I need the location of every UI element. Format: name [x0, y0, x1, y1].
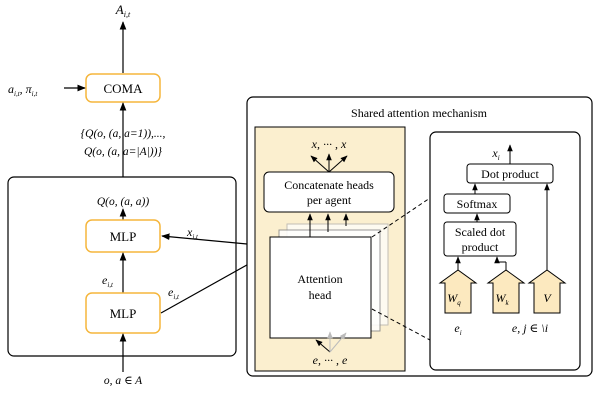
concat-out-arrow-left	[310, 155, 330, 173]
coma-label: COMA	[103, 81, 143, 96]
concat-out-arrow-right	[328, 155, 348, 173]
mlp-bottom-box	[85, 292, 161, 334]
detail-output-label: xi	[491, 146, 499, 162]
attention-head-box	[269, 236, 372, 339]
attention-outputs-label: x, ··· , x	[311, 137, 347, 151]
coma-input-label: ai,t, πi,t	[8, 82, 38, 98]
wq-wedge	[438, 269, 478, 314]
mlp-bottom-label: MLP	[110, 306, 137, 321]
scaled-dot-product-line1: Scaled dot	[455, 225, 506, 239]
v-label: V	[543, 291, 552, 305]
edge-x-label: xi,t	[186, 225, 199, 241]
detail-ei-label: ei	[454, 321, 461, 337]
zoom-line-top	[371, 197, 431, 238]
q-value-label: Q(o, (a, a))	[97, 196, 150, 208]
mlp-top-label: MLP	[110, 229, 137, 244]
inputs-to-head-arrow-right	[329, 332, 347, 353]
attention-head-line1: Attention	[297, 272, 342, 286]
attention-head-line2: head	[309, 288, 332, 302]
concatenate-heads-box	[263, 171, 395, 213]
agent-network-container	[7, 176, 237, 357]
attention-inputs-label: e, ··· , e	[313, 353, 348, 367]
mlp-top-box	[85, 219, 161, 253]
dot-product-box	[466, 163, 554, 184]
input-label: o, a ∈ A	[104, 375, 143, 387]
edge-e2-label: ei,t	[168, 285, 180, 301]
wk-label: Wk	[495, 291, 509, 307]
wk-wedge	[486, 269, 526, 314]
inputs-to-head-arrow-left	[315, 339, 331, 353]
zoom-line-bottom	[371, 308, 431, 341]
softmax-box	[443, 193, 511, 214]
v-wedge	[527, 269, 567, 314]
concatenate-heads-line2: per agent	[307, 193, 352, 207]
shared-attention-title: Shared attention mechanism	[351, 106, 488, 120]
wq-label: Wq	[447, 291, 461, 307]
softmax-label: Softmax	[457, 197, 498, 211]
detail-ej-label: e, j ∈ \i	[512, 321, 548, 335]
dot-product-label: Dot product	[481, 167, 539, 181]
scaled-dot-product-line2: product	[462, 240, 499, 254]
output-label: Ai,t	[115, 2, 131, 19]
scaled-dot-product-box	[443, 221, 517, 257]
concatenate-heads-line1: Concatenate heads	[284, 178, 374, 192]
coma-box	[85, 73, 161, 103]
edge-e1-label: ei,t	[102, 273, 114, 289]
